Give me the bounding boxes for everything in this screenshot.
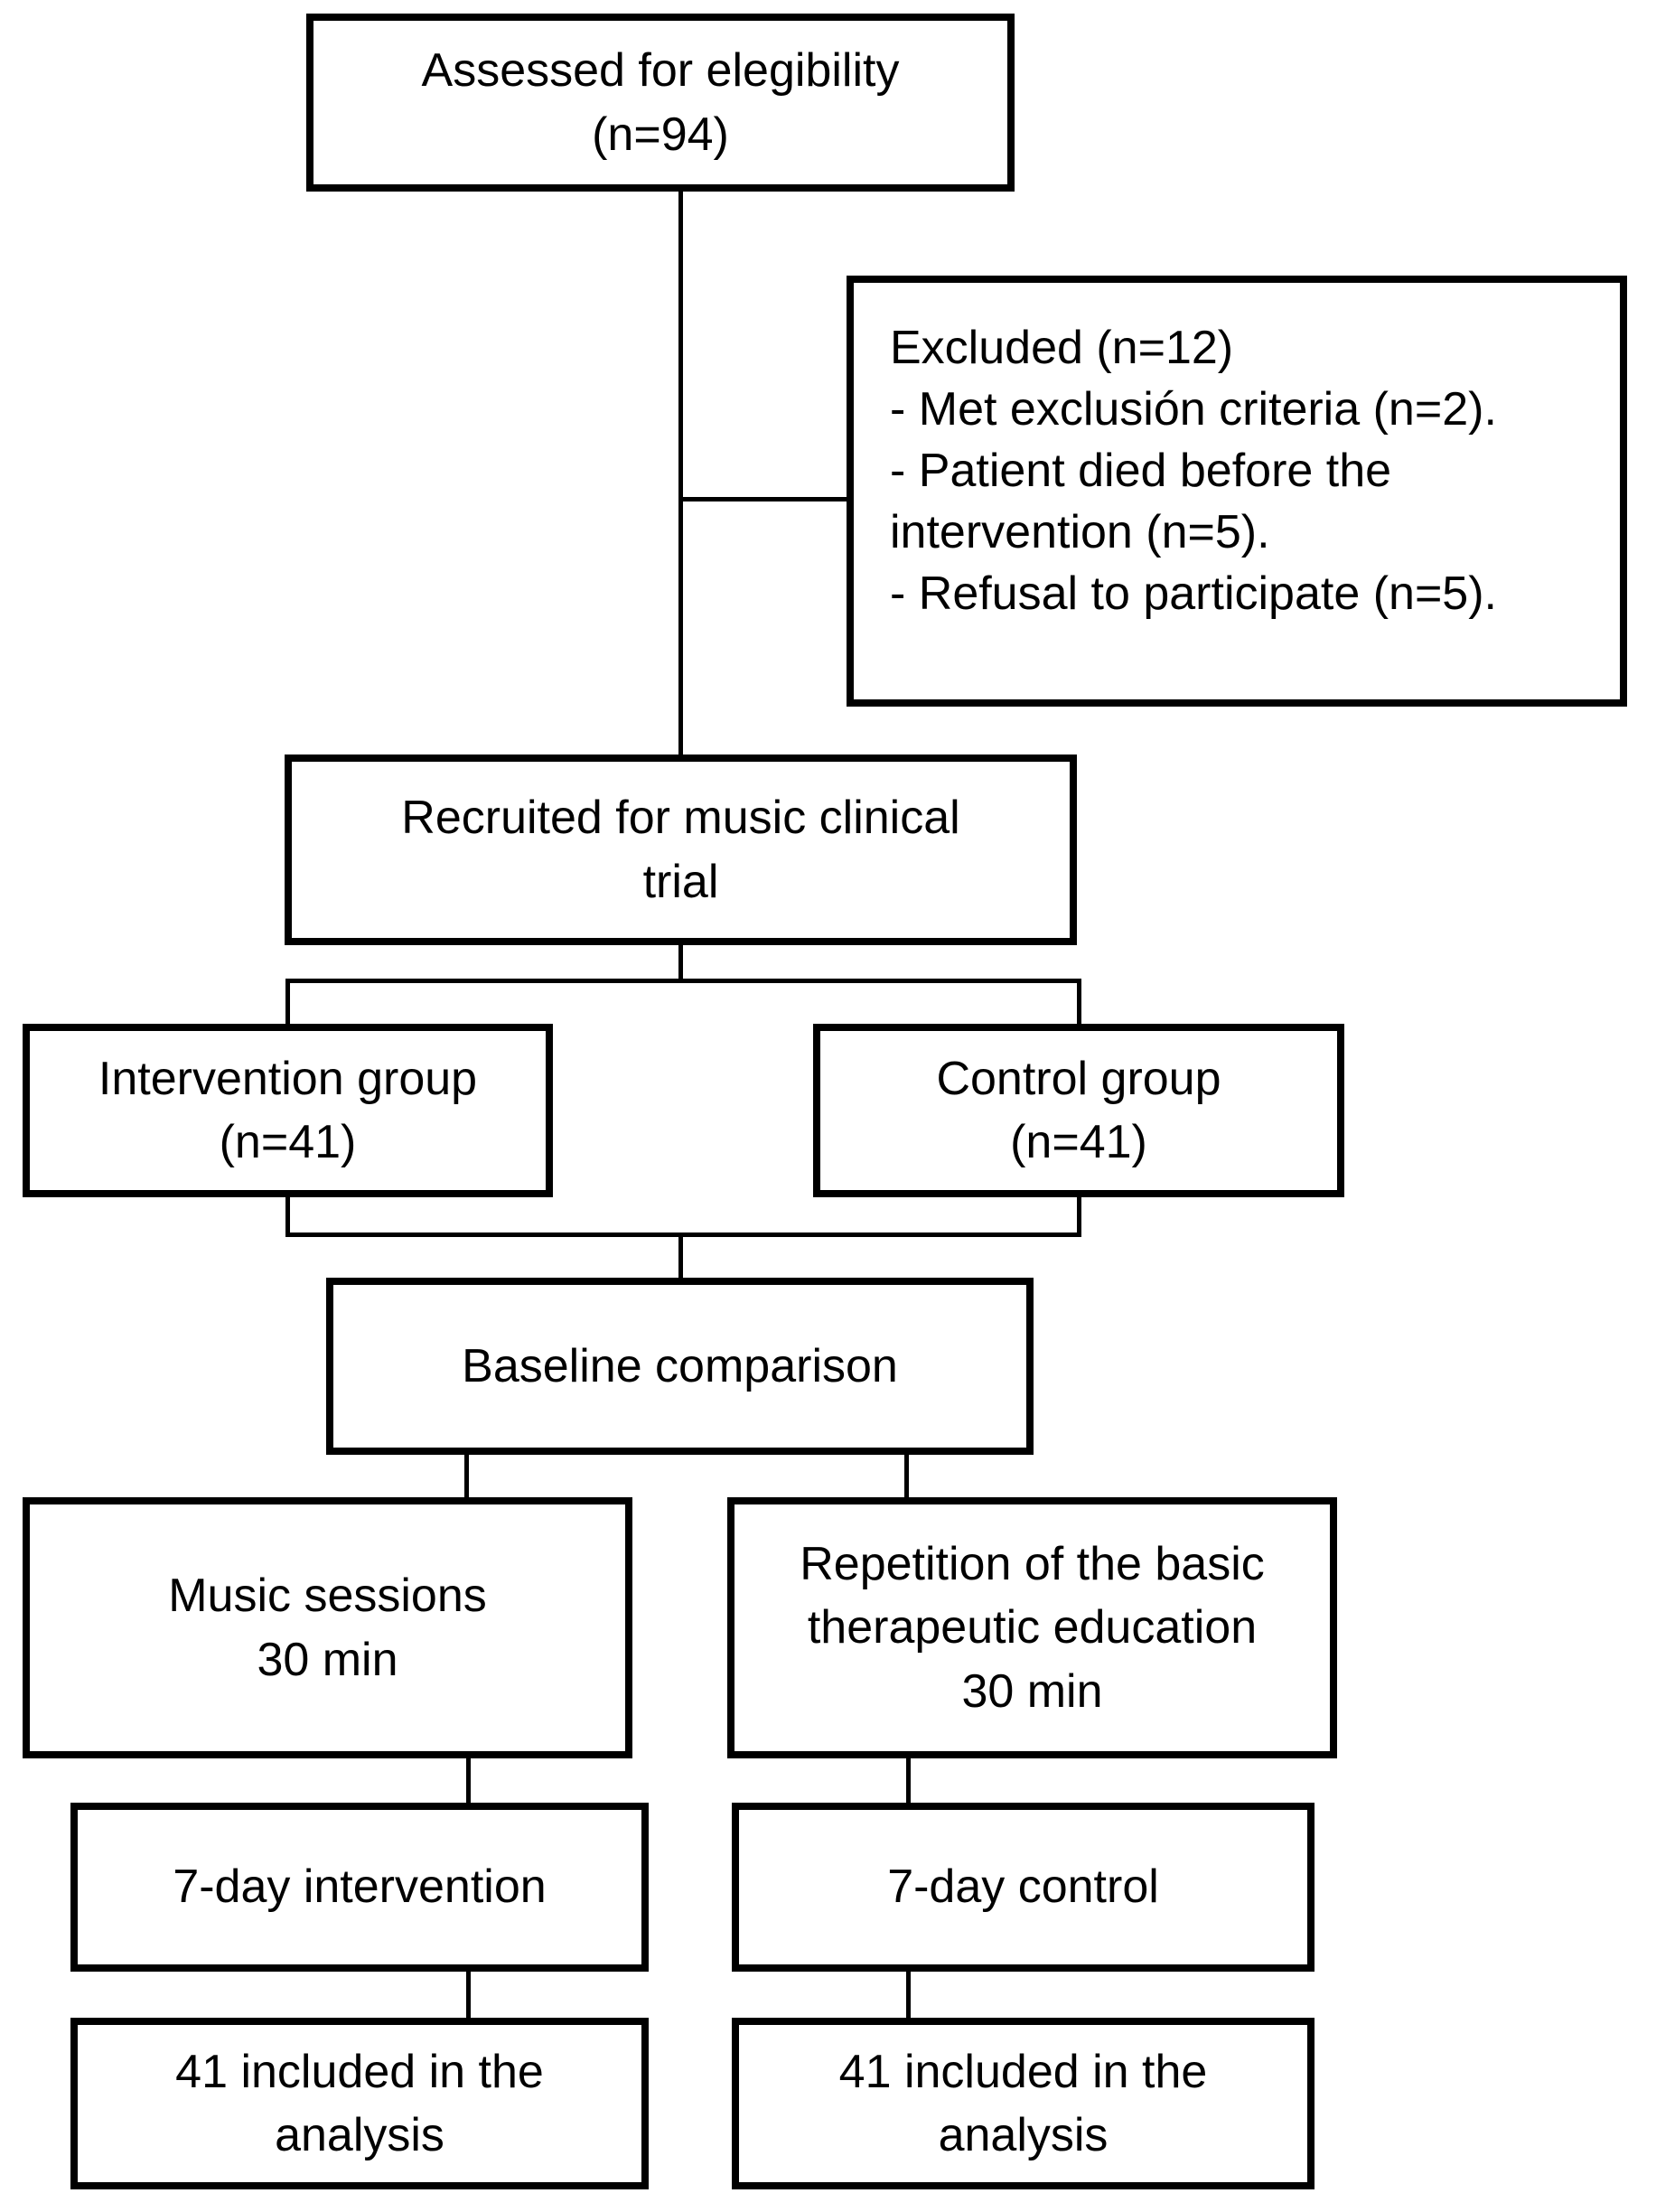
box-recruited-for-trial: Recruited for music clinical trial <box>285 755 1077 945</box>
connector-split-to-intervention <box>285 979 290 1026</box>
connector-baseline-to-music <box>464 1455 469 1497</box>
connector-split-to-control <box>1077 979 1081 1026</box>
connector-assessed-to-recruited <box>678 191 683 755</box>
connector-7day-control-to-analysis <box>906 1972 911 2018</box>
connector-recruited-to-split <box>678 945 683 983</box>
connector-intervention-to-merge <box>285 1197 290 1237</box>
connector-split-horizontal <box>285 979 1081 983</box>
box-excluded: Excluded (n=12) - Met exclusión criteria… <box>847 276 1627 707</box>
box-control-group: Control group (n=41) <box>813 1024 1344 1197</box>
connector-repetition-to-7day-control <box>906 1758 911 1803</box>
connector-baseline-to-repetition <box>904 1455 909 1497</box>
connector-merge-to-baseline <box>678 1233 683 1279</box>
box-baseline-comparison: Baseline comparison <box>326 1278 1034 1455</box>
box-intervention-group: Intervention group (n=41) <box>23 1024 553 1197</box>
connector-music-to-7day-intervention <box>466 1758 471 1803</box>
box-included-in-analysis-control: 41 included in the analysis <box>732 2018 1315 2189</box>
connector-control-to-merge <box>1077 1197 1081 1237</box>
connector-merge-horizontal <box>285 1233 1081 1237</box>
box-included-in-analysis-intervention: 41 included in the analysis <box>70 2018 649 2189</box>
box-7-day-intervention: 7-day intervention <box>70 1803 649 1972</box>
box-7-day-control: 7-day control <box>732 1803 1315 1972</box>
box-assessed-for-eligibility: Assessed for elegibility (n=94) <box>306 14 1015 192</box>
connector-branch-to-excluded <box>680 497 848 501</box>
box-repetition-therapeutic-education: Repetition of the basic therapeutic educ… <box>727 1497 1337 1758</box>
connector-7day-intervention-to-analysis <box>466 1972 471 2018</box>
box-music-sessions: Music sessions 30 min <box>23 1497 632 1758</box>
